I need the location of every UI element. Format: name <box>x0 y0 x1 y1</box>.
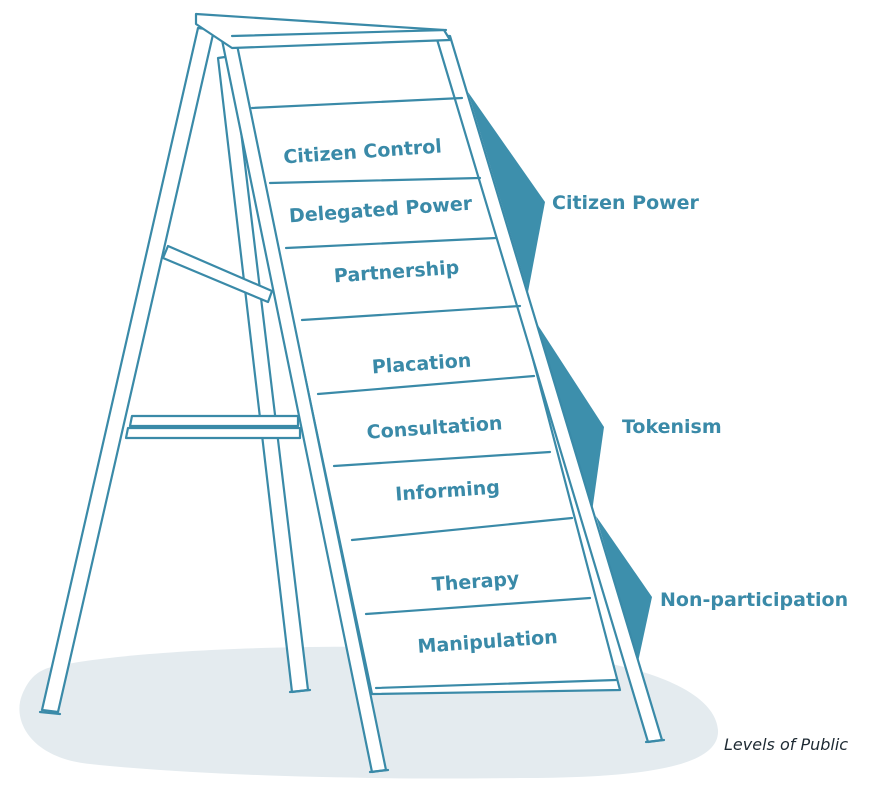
back-right-foot <box>288 688 312 694</box>
rung-line <box>268 176 482 185</box>
left-rail-foot <box>368 768 390 774</box>
top-platform <box>194 12 452 50</box>
rung-line <box>374 678 618 690</box>
group-label-tokenism: Tokenism <box>622 416 722 438</box>
non-participation-wedge <box>596 516 652 662</box>
rung-line <box>250 96 464 110</box>
right-rail-foot <box>644 738 666 744</box>
lower-back-brace-bottom <box>124 426 302 440</box>
upper-back-brace <box>161 244 274 304</box>
back-left-leg <box>40 26 216 714</box>
group-label-citizen-power: Citizen Power <box>552 192 700 214</box>
back-left-foot <box>38 710 62 716</box>
rung-lines <box>250 96 618 690</box>
citizen-power-wedge <box>468 92 545 292</box>
rung-line <box>284 236 498 250</box>
top-platform-edge <box>230 28 448 38</box>
rung-line <box>332 450 552 468</box>
rung-line <box>316 374 536 396</box>
group-label-non-participation: Non-participation <box>660 589 848 611</box>
rung-line <box>350 516 574 542</box>
caption: Levels of Public <box>724 735 848 754</box>
rung-line <box>300 304 522 322</box>
lower-back-brace-top <box>128 414 300 428</box>
rung-line <box>364 596 592 616</box>
